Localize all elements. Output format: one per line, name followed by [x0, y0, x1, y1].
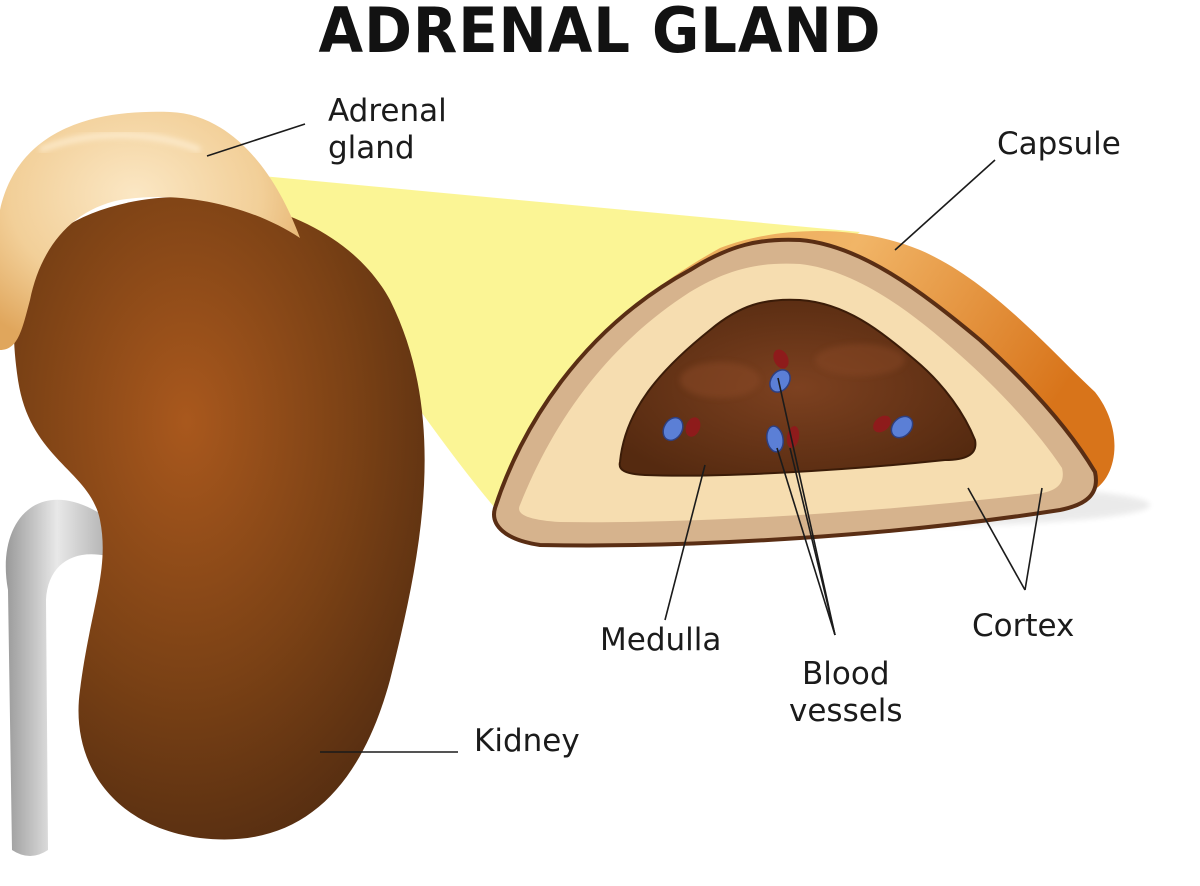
kidney [13, 196, 425, 840]
vessel-blue [890, 415, 914, 439]
blood-vessels-label: Blood vessels [789, 656, 903, 730]
vessel-red [773, 349, 789, 369]
blood-vessels-label-line2: vessels [789, 693, 903, 729]
adrenal-gland-label-line1: Adrenal [328, 93, 447, 129]
cortex-label: Cortex [972, 608, 1075, 644]
blood-vessels [662, 349, 914, 453]
medulla-label: Medulla [600, 622, 722, 658]
vessel-blue [766, 425, 784, 453]
cortex-leader-2 [1024, 487, 1043, 591]
medulla-leader [664, 464, 706, 621]
vessel-red [873, 415, 891, 433]
blood-vessels-leader-3 [777, 377, 836, 636]
kidney-label: Kidney [474, 723, 580, 759]
adrenal-gland-shape [0, 111, 300, 350]
cortex-leader-1 [967, 487, 1026, 591]
vessel-blue [769, 369, 791, 393]
ureter [5, 499, 120, 856]
vessel-red [685, 417, 701, 437]
adrenal-gland-label-line2: gland [328, 130, 415, 166]
diagram-title: ADRENAL GLAND [318, 0, 882, 67]
capsule-leader [894, 159, 996, 251]
blood-vessels-label-line1: Blood [802, 656, 890, 692]
capsule-label: Capsule [997, 126, 1121, 162]
medulla-shape [618, 298, 977, 477]
adrenal-gland-label: Adrenal gland [328, 93, 447, 167]
blood-vessels-leader-1 [776, 447, 836, 636]
vessel-blue [662, 416, 684, 442]
adrenal-gland-leader [206, 123, 306, 157]
